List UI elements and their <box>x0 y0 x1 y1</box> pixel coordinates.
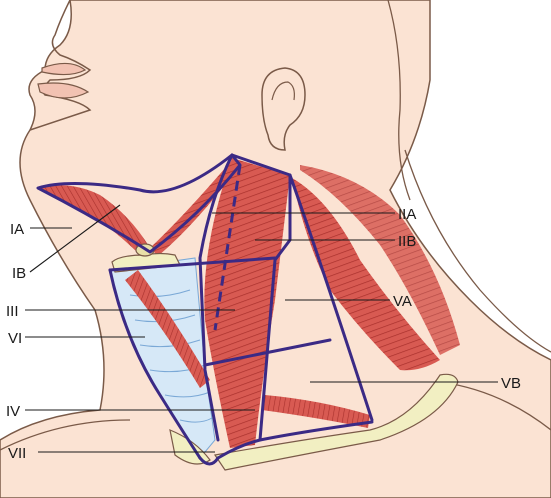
label-va: VA <box>393 293 412 310</box>
label-vii: VII <box>8 445 26 462</box>
label-ia: IA <box>10 221 24 238</box>
label-iii: III <box>6 303 19 320</box>
label-iib: IIB <box>398 233 416 250</box>
label-ib: IB <box>12 265 26 282</box>
label-iia: IIA <box>398 206 416 223</box>
label-iv: IV <box>6 403 20 420</box>
label-vi: VI <box>8 330 22 347</box>
label-vb: VB <box>501 375 521 392</box>
